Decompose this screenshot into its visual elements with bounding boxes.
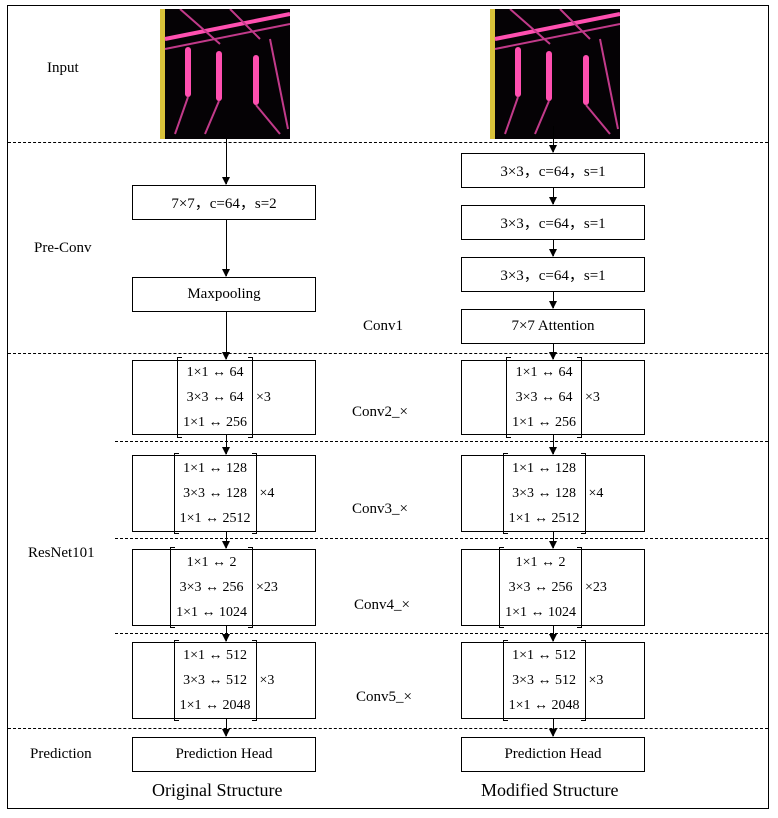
orig-conv2-row: 1×1 ↔ 256 (183, 415, 247, 430)
divider-conv4-conv5 (115, 633, 768, 634)
arrow-conv3b-conv3c (549, 240, 557, 257)
conv3x3-box-3: 3×3，c=64，s=1 (461, 257, 645, 292)
orig-conv5-multiplier: ×3 (259, 672, 275, 688)
arrow-orig-conv4-conv5 (222, 626, 230, 642)
orig-conv4-multiplier: ×23 (256, 579, 278, 595)
mod-conv4-block: 1×1 ↔ 2 3×3 ↔ 256 1×1 ↔ 1024 ×23 (461, 547, 645, 628)
section-label-prediction: Prediction (30, 746, 92, 762)
mod-conv5-row: 3×3 ↔ 512 (512, 673, 576, 688)
orig-conv3-multiplier: ×4 (259, 485, 275, 501)
orig-conv3-row: 1×1 ↔ 2512 (179, 511, 251, 526)
diagram-frame (7, 5, 769, 809)
mod-conv4-row: 3×3 ↔ 256 (508, 580, 573, 595)
orig-conv5-row: 1×1 ↔ 2048 (179, 698, 251, 713)
conv7-box: 7×7，c=64，s=2 (132, 185, 316, 220)
arrow-mod-conv5-head (549, 719, 557, 737)
arrow-orig-conv5-head (222, 719, 230, 737)
orig-conv5-row: 3×3 ↔ 512 (183, 673, 247, 688)
stage-label-conv3: Conv3_× (352, 501, 408, 517)
section-label-resnet: ResNet101 (28, 545, 95, 561)
orig-conv3-row: 1×1 ↔ 128 (183, 461, 247, 476)
mod-conv5-row: 1×1 ↔ 512 (512, 648, 576, 663)
orig-conv4-row: 1×1 ↔ 2 (186, 555, 237, 570)
divider-preconv-resnet (8, 353, 768, 354)
mod-conv2-multiplier: ×3 (585, 389, 600, 405)
mod-conv2-row: 1×1 ↔ 256 (512, 415, 576, 430)
mod-conv5-multiplier: ×3 (588, 672, 604, 688)
input-thermal-image-original (160, 9, 290, 139)
orig-conv5-block: 1×1 ↔ 512 3×3 ↔ 512 1×1 ↔ 2048 ×3 (132, 640, 316, 721)
attention-box: 7×7 Attention (461, 309, 645, 344)
stage-label-conv2: Conv2_× (352, 404, 408, 420)
arrow-mod-conv3-conv4 (549, 532, 557, 549)
mod-conv3-row: 3×3 ↔ 128 (512, 486, 576, 501)
orig-conv3-row: 3×3 ↔ 128 (183, 486, 247, 501)
stage-label-conv1: Conv1 (363, 318, 404, 334)
arrow-mod-conv4-conv5 (549, 626, 557, 642)
orig-prediction-head-box: Prediction Head (132, 737, 316, 772)
conv3x3-box-2: 3×3，c=64，s=1 (461, 205, 645, 240)
mod-conv2-row: 3×3 ↔ 64 (515, 390, 573, 405)
orig-conv4-row: 3×3 ↔ 256 (179, 580, 244, 595)
divider-resnet-prediction (8, 728, 768, 729)
section-label-preconv: Pre-Conv (34, 240, 92, 256)
mod-conv2-block: 1×1 ↔ 64 3×3 ↔ 64 1×1 ↔ 256 ×3 (461, 357, 645, 438)
conv3x3-box-1: 3×3，c=64，s=1 (461, 153, 645, 188)
mod-conv3-multiplier: ×4 (588, 485, 604, 501)
arrow-orig-conv3-conv4 (222, 532, 230, 549)
orig-conv3-block: 1×1 ↔ 128 3×3 ↔ 128 1×1 ↔ 2512 ×4 (132, 453, 316, 534)
arrow-mod-conv2-conv3 (549, 435, 557, 455)
divider-input-preconv (8, 142, 768, 143)
original-structure-caption: Original Structure (152, 780, 283, 800)
orig-conv2-multiplier: ×3 (256, 389, 271, 405)
orig-conv5-row: 1×1 ↔ 512 (183, 648, 247, 663)
arrow-attention-conv2 (549, 344, 557, 360)
mod-conv3-row: 1×1 ↔ 128 (512, 461, 576, 476)
modified-structure-caption: Modified Structure (481, 780, 619, 800)
mod-conv5-block: 1×1 ↔ 512 3×3 ↔ 512 1×1 ↔ 2048 ×3 (461, 640, 645, 721)
orig-conv2-row: 1×1 ↔ 64 (186, 365, 244, 380)
divider-conv3-conv4 (115, 538, 768, 539)
input-thermal-image-modified (490, 9, 620, 139)
orig-conv2-row: 3×3 ↔ 64 (186, 390, 244, 405)
arrow-input-to-conv7 (222, 139, 230, 185)
mod-conv4-multiplier: ×23 (585, 579, 607, 595)
mod-conv3-row: 1×1 ↔ 2512 (508, 511, 580, 526)
arrow-conv3c-attention (549, 292, 557, 309)
stage-label-conv4: Conv4_× (354, 597, 410, 613)
mod-conv2-row: 1×1 ↔ 64 (515, 365, 573, 380)
orig-conv4-row: 1×1 ↔ 1024 (176, 605, 247, 620)
orig-conv2-block: 1×1 ↔ 64 3×3 ↔ 64 1×1 ↔ 256 ×3 (132, 357, 316, 438)
arrow-maxpool-to-conv2 (222, 312, 230, 360)
mod-conv4-row: 1×1 ↔ 2 (515, 555, 566, 570)
divider-conv2-conv3 (115, 441, 768, 442)
mod-conv4-row: 1×1 ↔ 1024 (505, 605, 576, 620)
maxpool-box: Maxpooling (132, 277, 316, 312)
mod-prediction-head-box: Prediction Head (461, 737, 645, 772)
section-label-input: Input (47, 60, 79, 76)
orig-conv4-block: 1×1 ↔ 2 3×3 ↔ 256 1×1 ↔ 1024 ×23 (132, 547, 316, 628)
arrow-conv7-to-maxpool (222, 220, 230, 277)
arrow-orig-conv2-conv3 (222, 435, 230, 455)
mod-conv3-block: 1×1 ↔ 128 3×3 ↔ 128 1×1 ↔ 2512 ×4 (461, 453, 645, 534)
stage-label-conv5: Conv5_× (356, 689, 412, 705)
arrow-input-to-conv3a (549, 126, 557, 153)
mod-conv5-row: 1×1 ↔ 2048 (508, 698, 580, 713)
arrow-conv3a-conv3b (549, 188, 557, 205)
